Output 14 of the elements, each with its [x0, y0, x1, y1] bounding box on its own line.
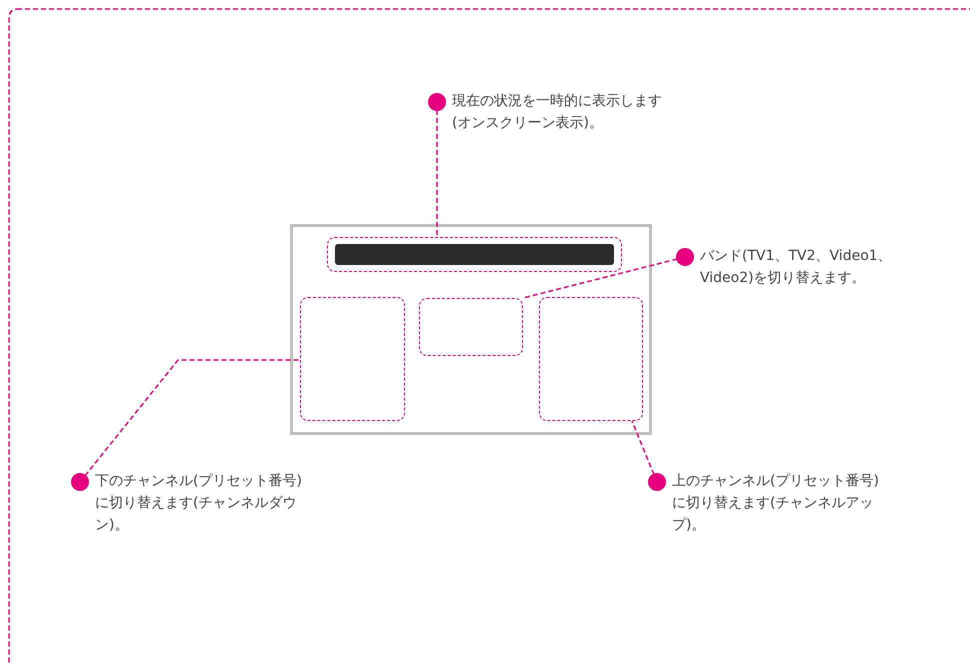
highlight-region [327, 237, 622, 272]
highlight-region [419, 298, 523, 356]
leader-line [631, 420, 666, 491]
callout-text: バンド(TV1、TV2、Video1、Video2)を切り替えます。 [685, 245, 910, 289]
callout-text: 現在の状況を一時的に表示します(オンスクリーン表示)。 [437, 90, 669, 134]
display-bar [334, 244, 614, 264]
leader-line [522, 248, 694, 299]
leader-line [428, 93, 446, 237]
leader-line [71, 359, 300, 491]
highlight-region [300, 297, 405, 421]
highlight-region [539, 297, 643, 421]
callout-text: 下のチャンネル(プリセット番号)に切り替えます(チャンネルダウン)。 [80, 470, 308, 536]
screen-frame [290, 224, 652, 435]
callout-text: 上のチャンネル(プリセット番号)に切り替えます(チャンネルアップ)。 [657, 470, 885, 536]
